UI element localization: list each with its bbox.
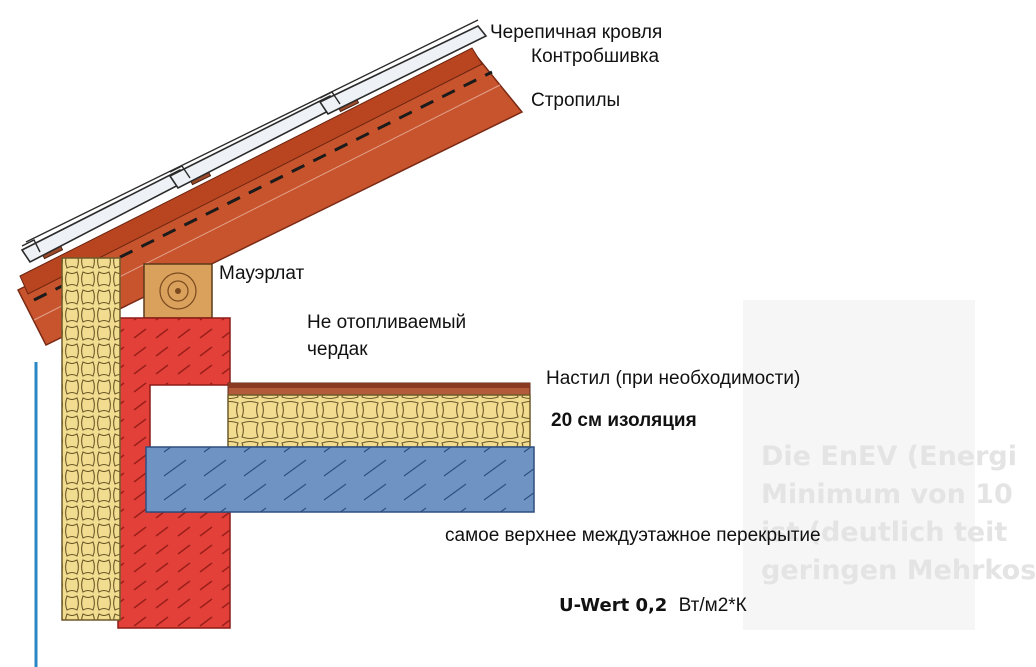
label-insulation: 20 см изоляция	[551, 410, 697, 431]
background-text-line: ist (deutlich teit	[761, 517, 1008, 548]
label-attic-line1: Не отопливаемый	[307, 312, 467, 333]
roof-section-diagram	[16, 19, 535, 667]
label-wall-plate: Мауэрлат	[219, 263, 305, 284]
background-text-block: Die EnEV (Energi Minimum von 10 ist (deu…	[743, 300, 1036, 630]
label-attic-line2: чердак	[307, 339, 368, 360]
background-text-line: Minimum von 10	[761, 479, 1013, 510]
label-top-slab: самое верхнее междуэтажное перекрытие	[445, 525, 821, 546]
u-value-unit: Вт/м2*К	[678, 595, 747, 616]
tile-laps	[21, 19, 479, 253]
background-text-line: geringen Mehrkos	[761, 555, 1036, 586]
counter-batten	[19, 47, 483, 295]
label-counter-batten: Контробшивка	[531, 46, 660, 67]
label-rafters: Стропилы	[531, 90, 621, 111]
label-u-value: U-Wert 0,2 Вт/м2*К	[559, 594, 747, 617]
roof-tiles	[20, 25, 488, 264]
label-deck: Настил (при необходимости)	[546, 368, 801, 389]
background-text-line: Die EnEV (Energi	[761, 441, 1017, 472]
u-value-prefix: U-Wert 0,2	[559, 595, 668, 616]
label-roofing: Черепичная кровля	[490, 22, 663, 43]
